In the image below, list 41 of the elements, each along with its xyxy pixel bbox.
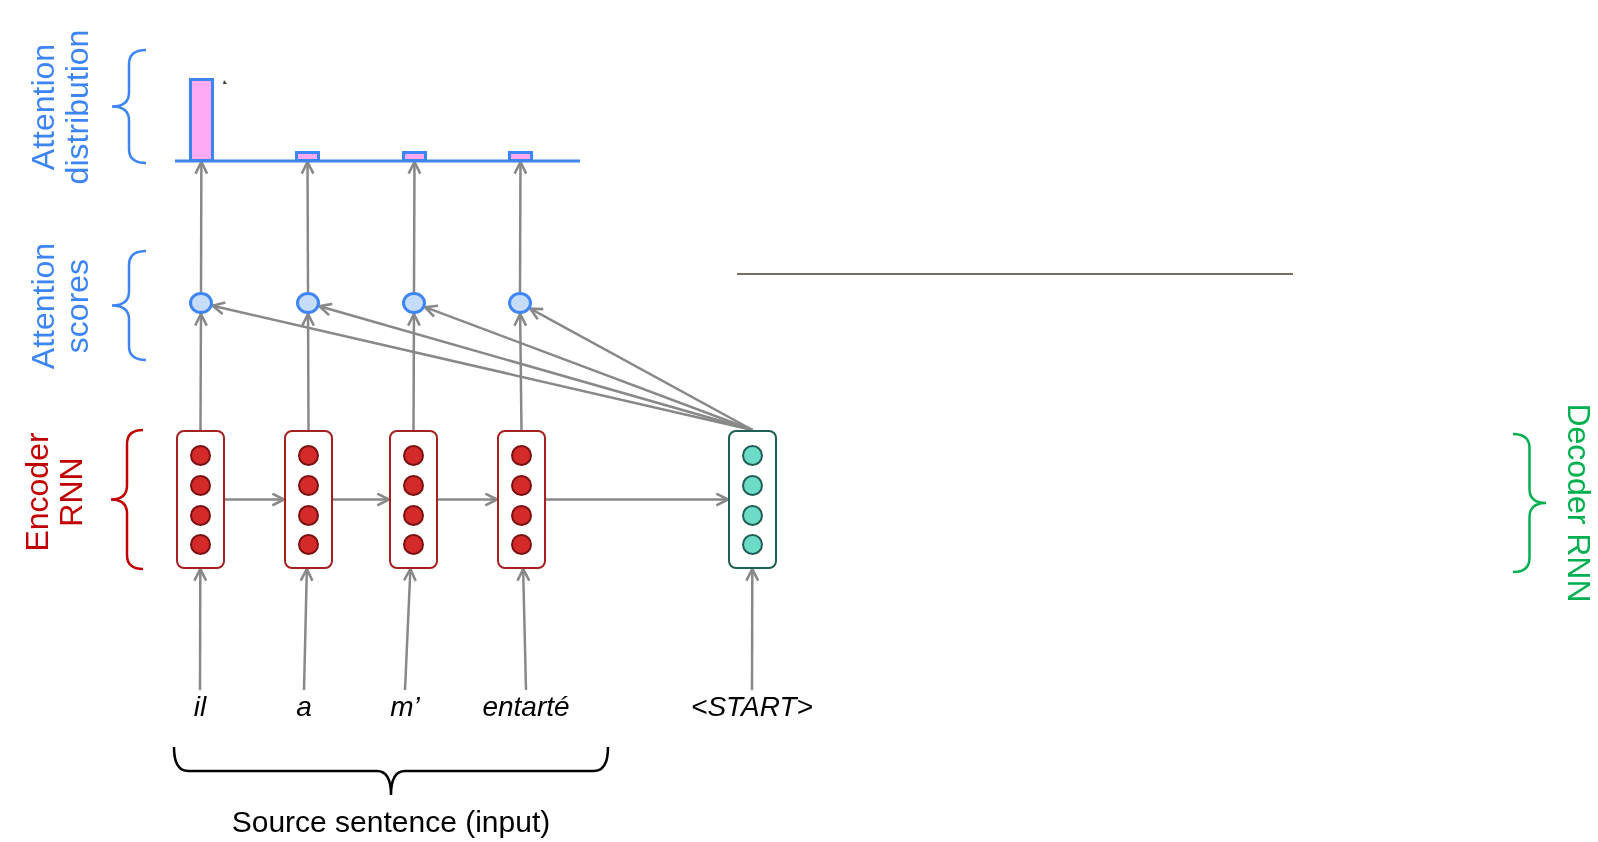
arrow <box>193 312 209 430</box>
arrow <box>194 160 209 292</box>
score-circle <box>402 292 426 314</box>
arrow <box>407 160 422 292</box>
vector-box <box>176 430 225 569</box>
group-label: Source sentence (input) <box>231 806 551 838</box>
input-word: a <box>264 690 344 726</box>
arrow <box>516 567 531 691</box>
arrow <box>333 492 391 507</box>
vector-box <box>284 430 333 569</box>
group-label: Attention distribution <box>27 28 95 187</box>
group-label: Decoder RNN <box>1561 403 1595 603</box>
arrow <box>300 160 315 292</box>
input-word: entarté <box>461 690 591 726</box>
score-circle <box>189 292 213 314</box>
arrow <box>300 312 316 430</box>
attention-bar <box>189 78 214 162</box>
arrow <box>438 492 499 507</box>
vector-box <box>497 430 546 569</box>
vector-box <box>728 430 777 569</box>
vector-box <box>389 430 438 569</box>
input-word: il <box>160 690 240 726</box>
group-label: Encoder RNN <box>21 431 89 554</box>
arrow <box>546 492 730 507</box>
arrow <box>513 312 528 430</box>
input-word: m’ <box>365 690 445 726</box>
arrow <box>406 312 422 430</box>
arrow <box>529 307 754 432</box>
score-circle <box>508 292 532 314</box>
score-circle <box>296 292 320 314</box>
arrow <box>299 567 314 691</box>
arrow <box>225 492 286 507</box>
attention-bar <box>508 151 533 162</box>
attention-bar <box>295 151 320 162</box>
input-word: <START> <box>682 690 822 726</box>
arrow <box>745 567 760 690</box>
arrow <box>513 160 528 292</box>
attention-bar <box>402 151 427 162</box>
group-label: Attention scores <box>27 241 95 372</box>
arrow <box>193 567 208 690</box>
arrow <box>402 567 417 691</box>
